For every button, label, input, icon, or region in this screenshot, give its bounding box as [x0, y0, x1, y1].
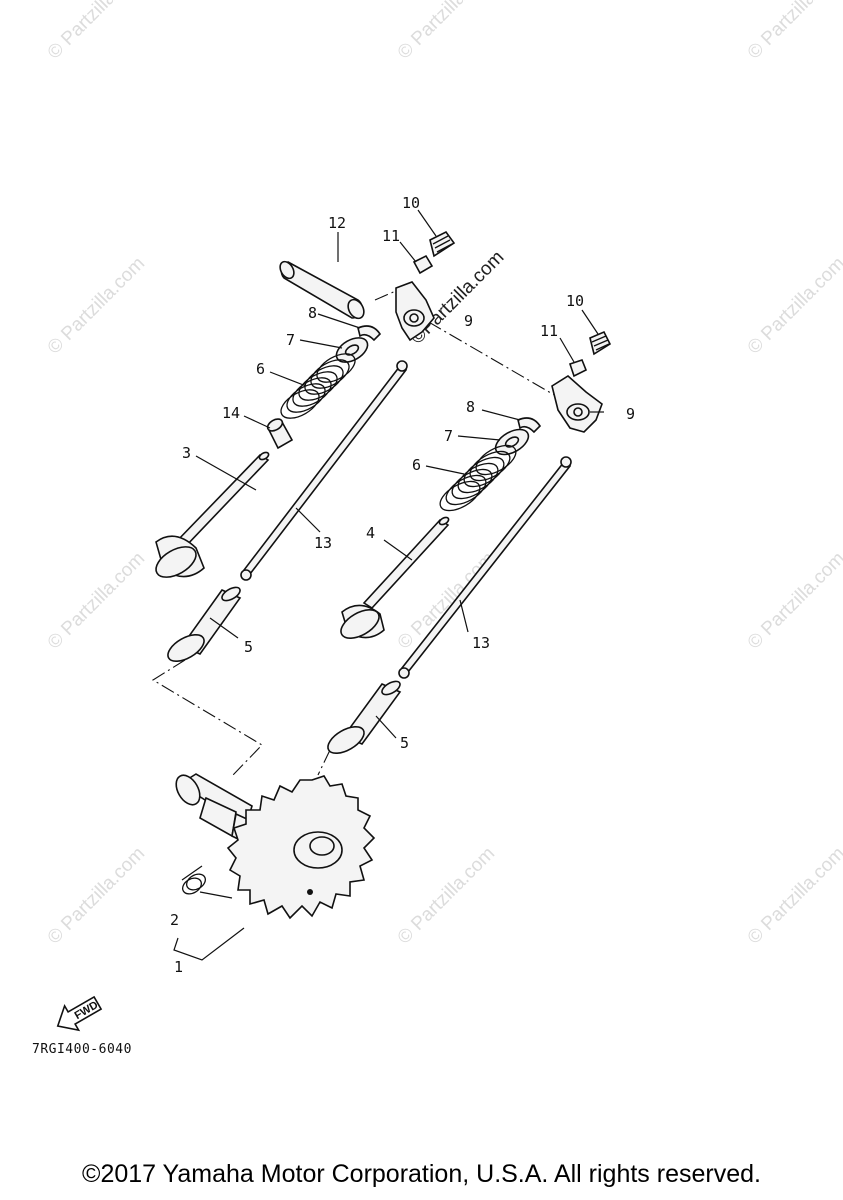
decompression-spring	[181, 865, 233, 899]
copyright-notice: ©2017 Yamaha Motor Corporation, U.S.A. A…	[82, 1160, 761, 1188]
valve-spring-top	[280, 353, 356, 419]
watermark: © Partzilla.com	[44, 548, 149, 653]
callout-11: 11	[382, 227, 400, 245]
callout-12: 12	[328, 214, 346, 232]
callout-4: 4	[366, 524, 375, 542]
callout-13: 13	[472, 634, 490, 652]
rocker-arm-top	[395, 281, 435, 342]
callout-10: 10	[402, 194, 420, 212]
callout-7: 7	[286, 331, 295, 349]
valve-keeper-top	[357, 325, 382, 342]
fwd-label: FWD	[73, 999, 101, 1022]
assembly-lines	[151, 289, 557, 776]
fwd-arrow: FWD	[56, 995, 103, 1032]
leader-lines	[173, 209, 604, 961]
watermark: © Partzilla.com	[44, 843, 149, 948]
callout-8: 8	[308, 304, 317, 322]
spring-retainer-right	[494, 428, 530, 456]
callout-9: 9	[464, 312, 473, 330]
callout-6: 6	[412, 456, 421, 474]
watermark: © Partzilla.com	[44, 253, 149, 358]
callout-8: 8	[466, 398, 475, 416]
watermark: © Partzilla.com	[394, 843, 499, 948]
watermark: © Partzilla.com	[44, 0, 149, 64]
valve-keeper-right	[517, 417, 542, 434]
tappet-right	[327, 680, 402, 755]
watermark: © Partzilla.com	[744, 0, 843, 64]
exhaust-valve	[340, 516, 450, 639]
callout-5: 5	[400, 734, 409, 752]
rocker-arm-right	[551, 375, 603, 433]
callout-9: 9	[626, 405, 635, 423]
rocker-shaft	[279, 260, 365, 320]
adjuster-screw-top	[412, 230, 456, 275]
callout-1: 1	[174, 958, 183, 976]
callout-13: 13	[314, 534, 332, 552]
push-rod-top	[240, 360, 408, 581]
diagram-code: 7RGI400-6040	[32, 1042, 132, 1057]
push-rod-right	[398, 456, 572, 679]
callout-2: 2	[170, 911, 179, 929]
watermark: © Partzilla.com	[744, 843, 843, 948]
valve-spring-right	[439, 444, 517, 512]
valve-stem-seal	[266, 418, 294, 450]
callout-10: 10	[566, 292, 584, 310]
camshaft-gear	[175, 773, 376, 920]
watermark: © Partzilla.com	[394, 0, 499, 64]
callout-5: 5	[244, 638, 253, 656]
watermark: © Partzilla.com	[744, 253, 843, 358]
callouts: 12 10 11 8 9 7 6 14 3 13 5 10 11 8 9 7 6…	[170, 194, 635, 976]
callout-14: 14	[222, 404, 240, 422]
exploded-parts-diagram: © Partzilla.com © Partzilla.com © Partzi…	[44, 0, 843, 1032]
watermark: © Partzilla.com	[744, 548, 843, 653]
callout-6: 6	[256, 360, 265, 378]
callout-11: 11	[540, 322, 558, 340]
watermark-group: © Partzilla.com © Partzilla.com © Partzi…	[44, 0, 843, 949]
adjuster-screw-right	[568, 330, 612, 378]
spring-retainer-top	[335, 337, 369, 363]
tappet-left	[167, 586, 242, 663]
intake-valve	[155, 451, 270, 578]
callout-7: 7	[444, 427, 453, 445]
callout-3: 3	[182, 444, 191, 462]
